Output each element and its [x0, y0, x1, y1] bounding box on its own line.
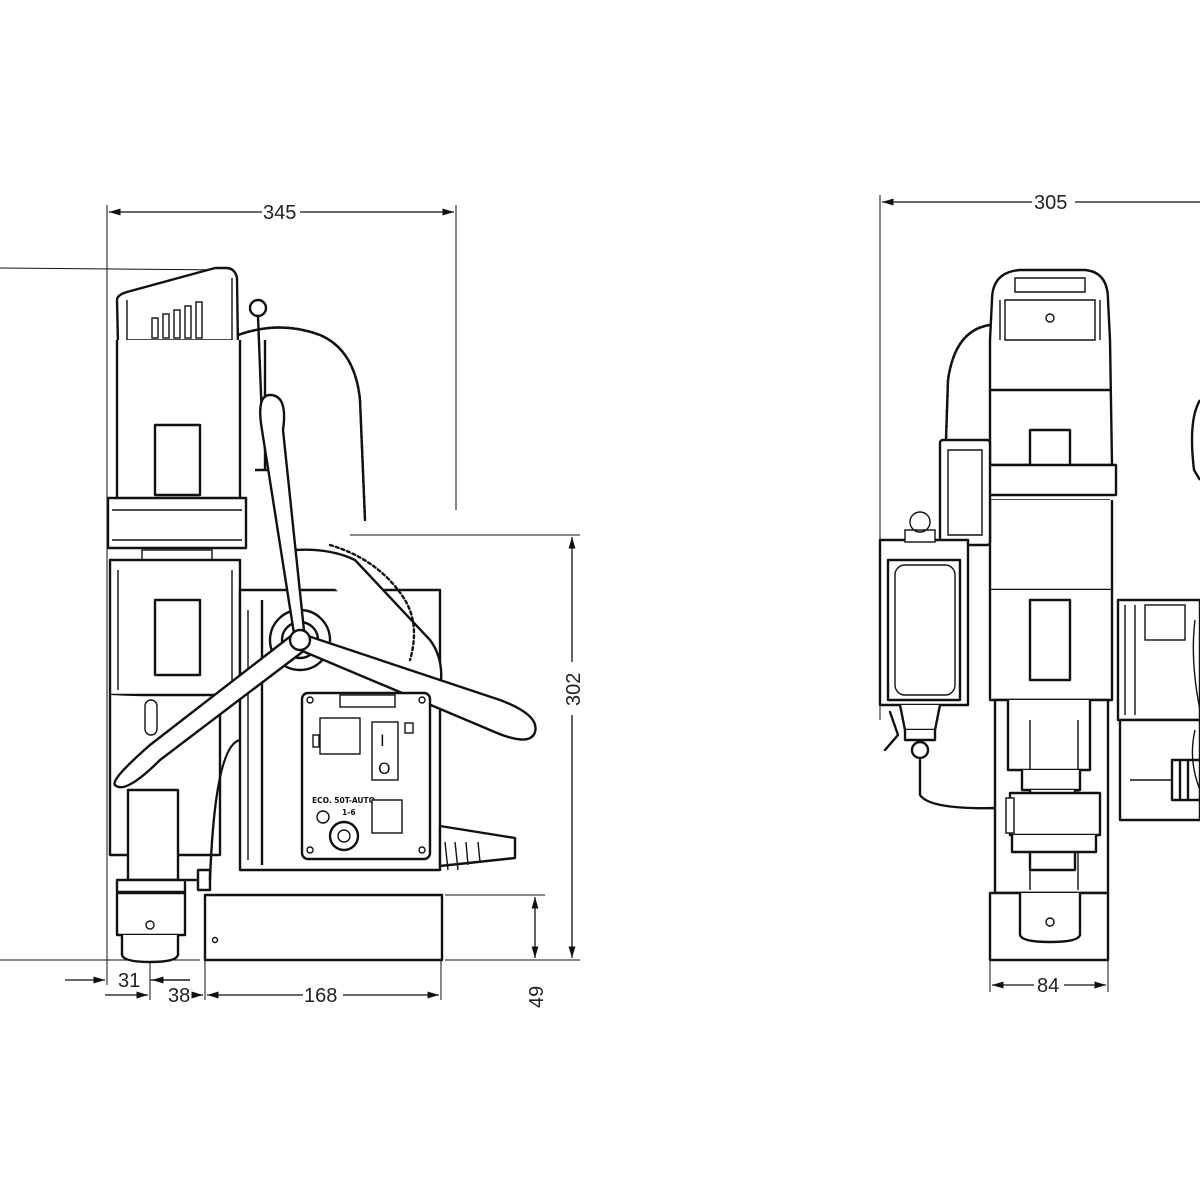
dimension-label-31: 31 — [118, 970, 140, 992]
dimension-38: 38 — [105, 985, 203, 1007]
magnetic-base — [203, 893, 444, 962]
dimension-label-168: 168 — [304, 985, 337, 1007]
control-panel: I O ECO. 50T-AUTO 1-6 — [300, 691, 432, 861]
side-right-parts — [1116, 399, 1200, 822]
front-extension-lines — [0, 205, 580, 1000]
dimension-168: 168 — [207, 985, 439, 1007]
dimension-302: 302 — [563, 537, 585, 958]
side-slide — [993, 698, 1110, 895]
dimension-345: 345 — [109, 202, 454, 224]
coiled-cable — [236, 326, 416, 662]
dimension-49: 49 — [526, 897, 548, 1008]
side-switch-box — [938, 438, 992, 547]
motor-housing — [106, 266, 248, 697]
dimension-label-38: 38 — [168, 985, 190, 1007]
dimension-label-302: 302 — [563, 673, 585, 706]
side-magnetic-base — [988, 891, 1110, 962]
vent-slots — [151, 301, 203, 339]
switch-off-label: O — [378, 759, 391, 778]
feed-handle — [113, 393, 537, 789]
dimension-label-49: 49 — [526, 986, 548, 1008]
side-view: 305 84 — [878, 192, 1200, 997]
coolant-fitting — [183, 738, 242, 892]
side-coiled-cable — [944, 323, 992, 442]
arbor-tip — [438, 824, 517, 868]
side-motor-housing — [986, 268, 1118, 702]
dimension-label-305: 305 — [1034, 192, 1067, 214]
dimension-label-345: 345 — [263, 202, 296, 224]
dimension-84: 84 — [992, 975, 1106, 997]
side-gearbox — [878, 511, 1017, 812]
front-view: I O ECO. 50T-AUTO 1-6 — [0, 202, 585, 1008]
dimension-305: 305 — [882, 192, 1200, 214]
panel-speed-label: 1-6 — [342, 808, 356, 817]
dimension-31: 31 — [65, 970, 190, 992]
switch-on-label: I — [380, 731, 385, 750]
dimension-label-84: 84 — [1037, 975, 1059, 997]
panel-model-label: ECO. 50T-AUTO — [312, 796, 375, 805]
